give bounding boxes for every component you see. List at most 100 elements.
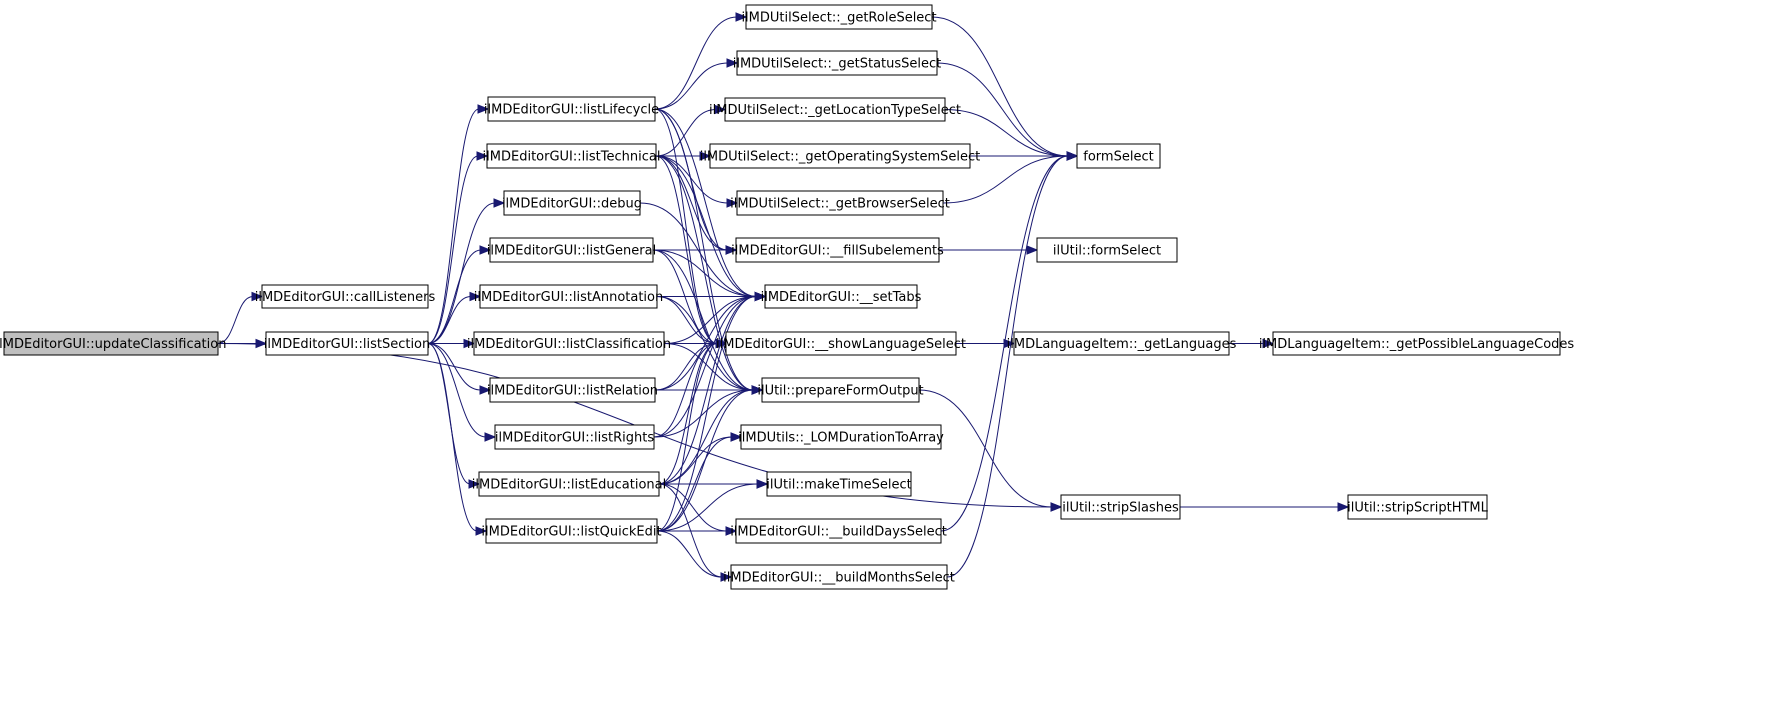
node-box [724, 97, 946, 122]
edge-listQuickEdit-to-LOMDurationToArray [656, 436, 733, 532]
node-listEducational[interactable]: ilMDEditorGUI::listEducational [472, 471, 667, 497]
node-box [494, 424, 655, 450]
edge-listSection-to-listRights [427, 343, 487, 438]
node-makeTimeSelect[interactable]: ilUtil::makeTimeSelect [766, 471, 912, 497]
edge-getBrowserSelect-to-formSelect [942, 155, 1069, 204]
node-getLocationTypeSelect[interactable]: ilMDUtilSelect::_getLocationTypeSelect [709, 97, 961, 122]
edge-listTechnical-to-getBrowserSelect [655, 155, 729, 204]
node-box [486, 143, 657, 169]
node-LOMDurationToArray[interactable]: ilMDUtils::_LOMDurationToArray [738, 424, 944, 450]
node-box [736, 190, 944, 216]
node-label: ilMDEditorGUI::__showLanguageSelect [716, 337, 966, 352]
node-label: ilMDEditorGUI::listAnnotation [474, 290, 664, 305]
arrowhead-icon [479, 385, 492, 395]
node-formSelect[interactable]: formSelect [1076, 143, 1161, 169]
node-getPossibleLanguageCodes[interactable]: ilMDLanguageItem::_getPossibleLanguageCo… [1259, 331, 1575, 356]
node-box [764, 284, 918, 309]
node-box [1272, 331, 1561, 356]
edge-listSection-to-listTechnical [427, 155, 479, 344]
node-getLanguages[interactable]: ilMDLanguageItem::_getLanguages [1007, 331, 1237, 356]
edge-listLifecycle-to-setTabs [654, 108, 757, 297]
node-buildDaysSelect[interactable]: ilMDEditorGUI::__buildDaysSelect [730, 518, 947, 544]
arrowhead-icon [463, 338, 476, 349]
node-box [479, 284, 658, 309]
edge-listLifecycle-to-getRoleSelect [654, 16, 738, 110]
node-box [487, 96, 656, 122]
arrowhead-icon [730, 432, 743, 442]
arrowhead-icon [726, 198, 739, 208]
node-label: ilMDUtilSelect::_getRoleSelect [741, 11, 936, 26]
node-label: ilMDEditorGUI::__buildMonthsSelect [723, 571, 955, 586]
node-buildMonthsSelect[interactable]: ilMDEditorGUI::__buildMonthsSelect [723, 564, 955, 590]
node-listGeneral[interactable]: ilMDEditorGUI::listGeneral [487, 237, 656, 263]
node-box [766, 471, 912, 497]
node-listLifecycle[interactable]: ilMDEditorGUI::listLifecycle [484, 96, 659, 122]
node-box [478, 471, 660, 497]
node-label: ilMDUtilSelect::_getLocationTypeSelect [709, 103, 961, 118]
node-listRights[interactable]: ilMDEditorGUI::listRights [494, 424, 655, 450]
node-box [1036, 237, 1178, 263]
node-label: ilMDLanguageItem::_getPossibleLanguageCo… [1259, 337, 1575, 352]
edge-listTechnical-to-fillSubelements [655, 155, 728, 251]
edge-buildMonthsSelect-to-formSelect [946, 155, 1069, 578]
edge-listSection-to-listLifecycle [427, 108, 480, 344]
edge-listQuickEdit-to-setTabs [656, 296, 757, 532]
node-label: ilMDEditorGUI::__buildDaysSelect [730, 525, 947, 540]
node-updateClassification[interactable]: ilMDEditorGUI::updateClassification [0, 331, 226, 356]
node-box [735, 518, 942, 544]
node-box [489, 377, 656, 403]
node-listTechnical[interactable]: ilMDEditorGUI::listTechnical [483, 143, 661, 169]
edge-listEducational-to-showLanguageSelect [658, 343, 718, 485]
edge-getRoleSelect-to-formSelect [931, 16, 1069, 157]
node-fillSubelements[interactable]: ilMDEditorGUI::__fillSubelements [731, 237, 944, 263]
arrowhead-icon [725, 526, 738, 536]
node-label: ilMDEditorGUI::listGeneral [487, 244, 656, 259]
node-getBrowserSelect[interactable]: ilMDUtilSelect::_getBrowserSelect [730, 190, 950, 216]
arrowhead-icon [735, 12, 748, 22]
node-listSection[interactable]: ilMDEditorGUI::listSection [264, 331, 431, 356]
node-showLanguageSelect[interactable]: ilMDEditorGUI::__showLanguageSelect [716, 331, 966, 356]
node-label: ilMDEditorGUI::listEducational [472, 478, 667, 493]
node-stripSlashes[interactable]: ilUtil::stripSlashes [1060, 494, 1181, 520]
node-debug[interactable]: ilMDEditorGUI::debug [502, 190, 642, 216]
node-getRoleSelect[interactable]: ilMDUtilSelect::_getRoleSelect [741, 4, 937, 30]
node-stripScriptHTML[interactable]: ilUtil::stripScriptHTML [1347, 494, 1489, 520]
node-label: ilMDEditorGUI::listTechnical [483, 150, 661, 165]
node-label: ilMDEditorGUI::listLifecycle [484, 103, 659, 118]
node-label: ilUtil::stripScriptHTML [1347, 501, 1489, 516]
node-prepareFormOutput[interactable]: ilUtil::prepareFormOutput [757, 377, 924, 403]
node-box [709, 143, 971, 169]
edge-listEducational-to-prepareFormOutput [658, 389, 754, 485]
edge-getLocationTypeSelect-to-formSelect [944, 109, 1069, 157]
node-utilFormSelect[interactable]: ilUtil::formSelect [1036, 237, 1178, 263]
edge-updateClassification-to-callListeners [217, 296, 254, 344]
edge-listClassification-to-setTabs [663, 296, 757, 344]
edge-listClassification-to-prepareFormOutput [663, 343, 754, 391]
node-getOperatingSystemSelect[interactable]: ilMDUtilSelect::_getOperatingSystemSelec… [700, 143, 981, 169]
node-listRelation[interactable]: ilMDEditorGUI::listRelation [487, 377, 658, 403]
node-box [735, 237, 940, 263]
arrowhead-icon [1026, 245, 1039, 255]
arrowhead-icon [751, 385, 764, 395]
node-label: ilMDEditorGUI::listRights [495, 431, 654, 446]
arrowhead-icon [475, 526, 488, 536]
node-listAnnotation[interactable]: ilMDEditorGUI::listAnnotation [474, 284, 664, 309]
edge-listQuickEdit-to-showLanguageSelect [656, 343, 718, 532]
node-box [740, 424, 942, 450]
edge-listQuickEdit-to-buildMonthsSelect [656, 530, 723, 578]
arrowhead-icon [477, 104, 490, 114]
node-getStatusSelect[interactable]: ilMDUtilSelect::_getStatusSelect [733, 50, 942, 76]
node-setTabs[interactable]: ilMDEditorGUI::__setTabs [761, 284, 922, 309]
node-label: formSelect [1083, 150, 1153, 165]
node-callListeners[interactable]: ilMDEditorGUI::callListeners [255, 284, 436, 309]
arrowhead-icon [1050, 502, 1063, 512]
edge-listTechnical-to-setTabs [655, 155, 757, 297]
node-label: ilMDUtils::_LOMDurationToArray [738, 431, 944, 446]
arrowhead-icon [251, 291, 264, 302]
edge-listRights-to-setTabs [653, 296, 757, 438]
node-listClassification[interactable]: ilMDEditorGUI::listClassification [467, 331, 671, 356]
node-listQuickEdit[interactable]: ilMDEditorGUI::listQuickEdit [481, 518, 662, 544]
arrowhead-icon [469, 291, 482, 302]
node-label: ilMDEditorGUI::__fillSubelements [731, 244, 944, 259]
